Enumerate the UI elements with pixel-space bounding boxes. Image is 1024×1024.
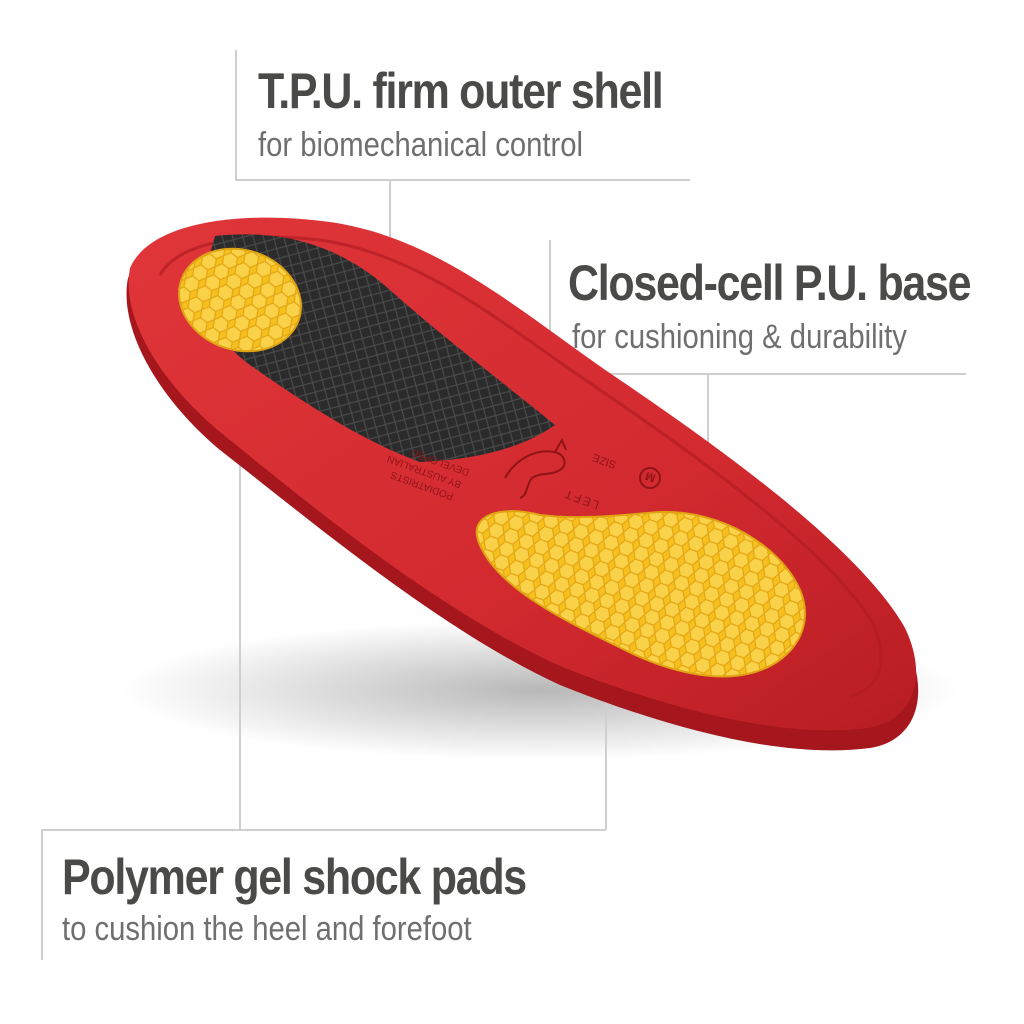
size-value: M: [643, 469, 657, 486]
callout-subtitle: for cushioning & durability: [572, 318, 907, 356]
callout-title: T.P.U. firm outer shell: [258, 63, 664, 119]
kangaroo-logo-icon: [504, 437, 567, 499]
callout-tpu-shell: T.P.U. firm outer shell for biomechanica…: [258, 62, 728, 165]
callout-gel-pads: Polymer gel shock pads to cushion the he…: [62, 848, 601, 949]
callout-title: Closed-cell P.U. base: [568, 255, 972, 311]
forefoot-gel-pad: [475, 510, 806, 678]
callout-subtitle: to cushion the heel and forefoot: [62, 910, 472, 948]
size-badge-icon: [639, 467, 661, 489]
callout-title: Polymer gel shock pads: [62, 849, 527, 905]
heel-gel-pad: [178, 247, 302, 353]
callout-subtitle: for biomechanical control: [258, 126, 584, 164]
callout-pu-base: Closed-cell P.U. base for cushioning & d…: [568, 254, 1024, 357]
